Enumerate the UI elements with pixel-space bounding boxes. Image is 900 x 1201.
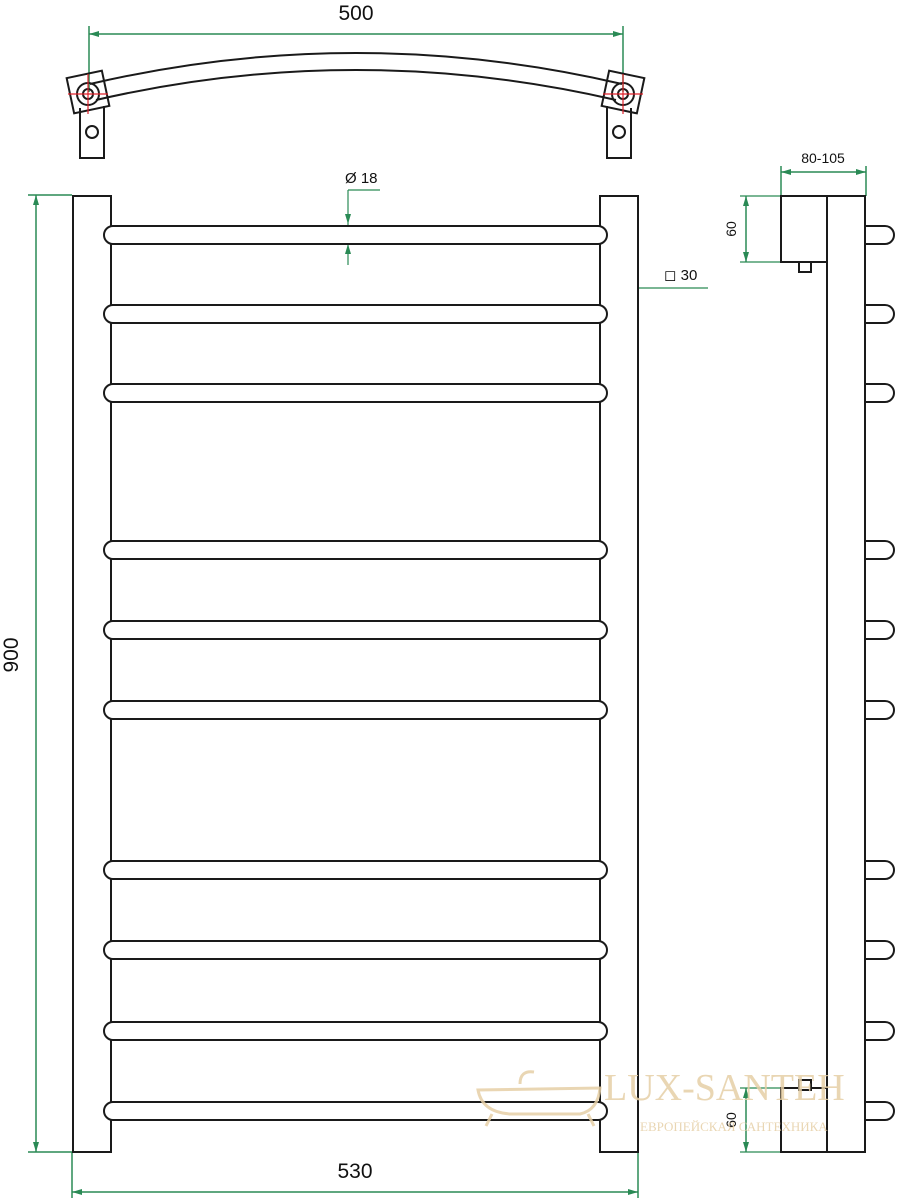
bathtub-logo	[476, 1070, 602, 1127]
left-bracket-plan	[79, 106, 105, 159]
crossbar-5	[103, 620, 608, 640]
crossbar-3	[103, 383, 608, 403]
crossbars	[103, 225, 608, 1121]
crossbar-10	[103, 1101, 608, 1121]
dim-upper-bracket: 60	[723, 221, 739, 237]
crossbar-4	[103, 540, 608, 560]
curved-rail	[89, 52, 623, 85]
left-post	[72, 195, 112, 1153]
watermark-tagline: ЕВРОПЕЙСКАЯ САНТЕХНИКА	[640, 1119, 828, 1134]
side-post	[826, 195, 866, 1153]
dim-bar-diameter: Ø 18	[345, 170, 378, 187]
crossbar-6	[103, 700, 608, 720]
dim-lower-bracket: 60	[723, 1112, 739, 1128]
left-post-plan	[65, 69, 111, 115]
crossbar-2	[103, 304, 608, 324]
crossbar-7	[103, 860, 608, 880]
crossbar-8	[103, 940, 608, 960]
dim-wall-offset: 80-105	[801, 150, 845, 166]
dim-bottom-width: 530	[337, 1160, 372, 1183]
watermark-brand: LUX-SANTEH	[604, 1067, 845, 1109]
side-view	[740, 166, 895, 1153]
dim-top-width: 500	[338, 2, 373, 25]
crossbar-9	[103, 1021, 608, 1041]
lower-wall-bracket	[780, 1087, 828, 1153]
watermark: LUX-SANTEH ЕВРОПЕЙСКАЯ САНТЕХНИКА	[476, 1067, 845, 1134]
right-post	[599, 195, 639, 1153]
upper-wall-bracket	[780, 195, 828, 263]
dim-height: 900	[0, 637, 23, 672]
crossbar-1	[103, 225, 608, 245]
right-bracket-plan	[606, 106, 632, 159]
dim-frame-section: ◻ 30	[664, 267, 697, 284]
right-post-plan	[600, 69, 646, 115]
top-view	[65, 26, 646, 159]
front-view	[28, 189, 708, 1198]
